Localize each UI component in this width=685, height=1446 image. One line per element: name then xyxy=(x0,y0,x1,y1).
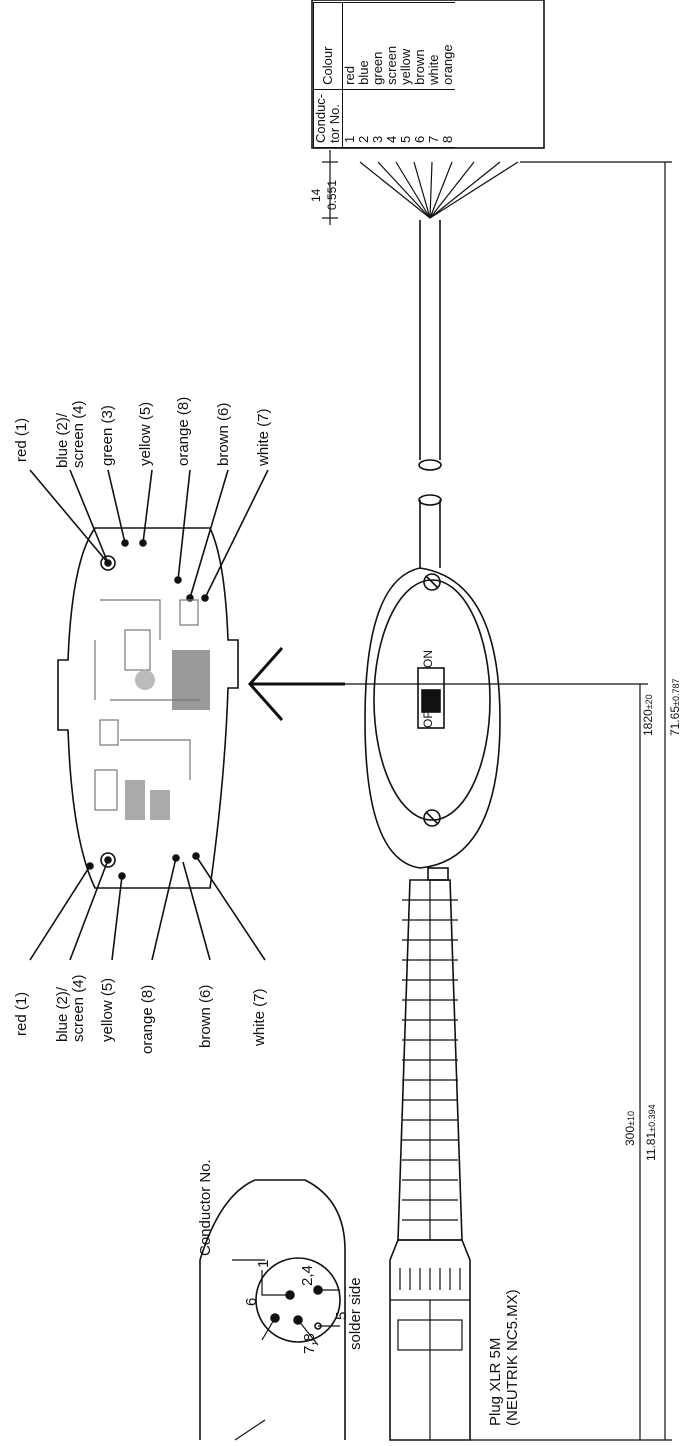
dim-switch: 300±10 xyxy=(623,1111,637,1146)
connector-side-label: solder side xyxy=(347,1277,364,1350)
connector-pin-7-8: 7,8 xyxy=(301,1333,318,1354)
switch-on-label: ON xyxy=(421,650,435,668)
dimension-lines xyxy=(322,150,672,1441)
dim-total-inch: 71.65±0.787 xyxy=(668,678,682,737)
xlr-face-outline xyxy=(199,1179,346,1440)
pcb-leaders-top xyxy=(29,469,269,599)
plug-label-line2: (NEUTRIK NC5.MX) xyxy=(504,1289,521,1426)
plug-label-line1: Plug XLR 5M xyxy=(487,1337,504,1426)
connector-pin-6: 6 xyxy=(243,1297,260,1306)
pcb-label-bottom-white: white (7) xyxy=(251,988,268,1046)
switch-slide xyxy=(417,667,445,729)
pcb-label-top-blue: blue (2)/ xyxy=(54,412,71,468)
conductor-table-header: Conduc- tor No. Colour xyxy=(313,2,343,148)
connector-pin-1: 1 xyxy=(255,1259,272,1268)
pcb-label-top-white: white (7) xyxy=(255,408,272,466)
switch-housing xyxy=(364,567,501,869)
conductor-table-frame xyxy=(311,0,545,149)
switch-off-label: OFF xyxy=(421,704,435,728)
connector-title: Conductor No. xyxy=(197,1159,214,1256)
pcb-label-bottom-blue: blue (2)/ xyxy=(54,986,71,1042)
pcb-label-bottom-orange: orange (8) xyxy=(139,984,156,1054)
pcb-label-bottom-brown: brown (6) xyxy=(197,984,214,1048)
pcb-label-top-green: green (3) xyxy=(99,405,116,466)
dim-strip-top: 14 xyxy=(309,188,323,202)
xlr-face-circle xyxy=(255,1257,341,1343)
pcb-label-top-red: red (1) xyxy=(13,417,30,462)
header-colour: Colour xyxy=(313,2,343,90)
pcb-label-bottom-yellow: yellow (5) xyxy=(99,977,116,1042)
arrow-icon xyxy=(247,647,345,721)
pcb-label-top-yellow: yellow (5) xyxy=(137,401,154,466)
pcb-label-top-brown: brown (6) xyxy=(215,402,232,466)
dim-strip-bottom: 0.551 xyxy=(325,179,339,210)
dim-total: 1820±20 xyxy=(641,694,655,736)
pcb-leaders-bottom xyxy=(29,855,266,961)
connector-pin-2-4: 2,4 xyxy=(299,1265,316,1286)
pcb-traces xyxy=(94,599,210,820)
pcb-label-top-orange: orange (8) xyxy=(175,396,192,466)
pcb-label-bottom-screen: screen (4) xyxy=(70,974,87,1042)
pcb-label-bottom-red: red (1) xyxy=(13,991,30,1036)
pcb-label-top-screen: screen (4) xyxy=(70,400,87,468)
conductor-fanout xyxy=(359,161,519,219)
header-conductor-no: Conduc- tor No. xyxy=(313,89,343,148)
pcb-board-outline xyxy=(57,527,239,889)
dim-switch-inch: 11.81±0.394 xyxy=(644,1104,658,1161)
